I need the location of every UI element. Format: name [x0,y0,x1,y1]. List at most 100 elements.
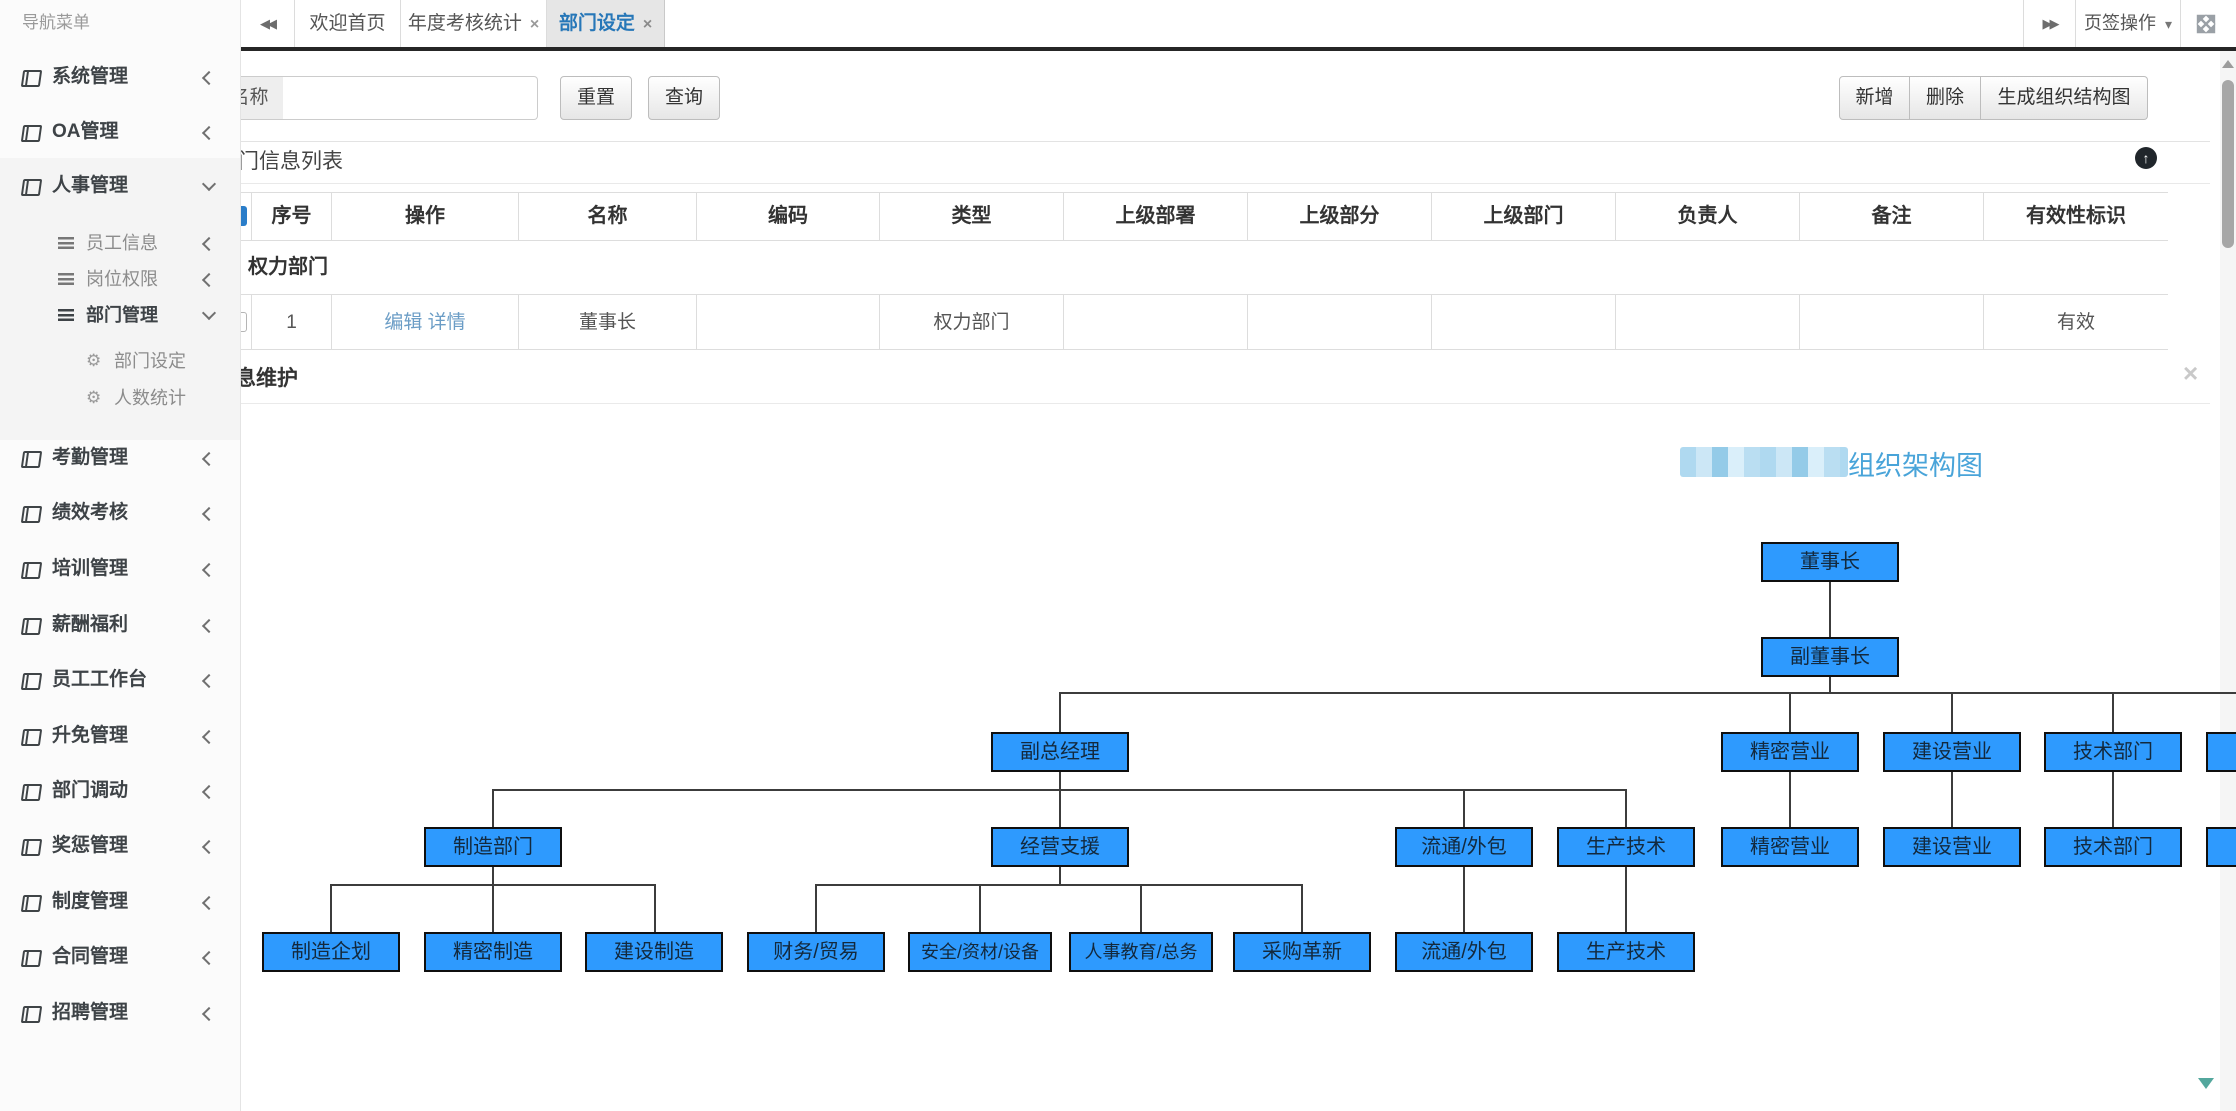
org-chart-title: 组织架构图 [1848,451,1983,481]
org-node-partial[interactable] [2206,827,2236,867]
connector-line [1463,789,1465,827]
book-icon [20,784,43,801]
org-node[interactable]: 经营支援 [991,827,1129,867]
close-tab-icon[interactable]: × [642,16,653,33]
sidebar-item-policy-management[interactable]: 制度管理 [0,887,240,917]
caret-down-icon: ▾ [2164,16,2173,32]
delete-button[interactable]: 删除 [1910,76,1981,120]
sidebar-item-employee-workbench[interactable]: 员工工作台 [0,665,240,695]
connector-line [1140,884,1142,932]
tab-annual-review-stats[interactable]: 年度考核统计× [401,0,547,47]
sidebar-item-department-setup[interactable]: ⚙ 部门设定 [0,346,240,376]
org-node[interactable]: 建设营业 [1883,827,2021,867]
group-row-label: 权力部门 [248,256,328,278]
org-node[interactable]: 精密制造 [424,932,562,972]
tabs-scroll-right-button[interactable]: ▶▶ [2042,16,2060,31]
sidebar-item-salary-welfare[interactable]: 薪酬福利 [0,610,240,640]
sidebar-item-system-management[interactable]: 系统管理 [0,62,240,92]
generate-org-chart-button[interactable]: 生成组织结构图 [1981,76,2148,120]
toolbar-divider [160,141,2210,142]
list-icon [58,237,74,249]
org-node[interactable]: 技术部门 [2044,827,2182,867]
cell-type: 权力部门 [880,295,1064,350]
org-node[interactable]: 副董事长 [1761,637,1899,677]
group-row[interactable]: 权力部门 [160,240,2168,294]
chevron-left-icon [201,272,217,288]
connector-line [1789,692,1791,732]
connector-line [1059,772,1061,827]
org-node[interactable]: 建设制造 [585,932,723,972]
col-parent-dept1: 上级部署 [1064,192,1248,240]
org-node[interactable]: 制造部门 [424,827,562,867]
org-node[interactable]: 财务/贸易 [747,932,885,972]
cell-remark [1800,295,1984,350]
sidebar-item-oa-management[interactable]: OA管理 [0,117,240,147]
col-parent-dept3: 上级部门 [1432,192,1616,240]
org-node[interactable]: 精密营业 [1721,732,1859,772]
sidebar-item-recruitment-management[interactable]: 招聘管理 [0,998,240,1028]
sidebar-item-position-permission[interactable]: 岗位权限 [0,264,240,294]
chevron-left-icon [201,236,217,252]
connector-line [1463,867,1465,932]
org-node[interactable]: 精密营业 [1721,827,1859,867]
connector-line [1789,772,1791,827]
connector-line [492,789,494,827]
list-panel-title: 部门信息列表 [217,150,343,173]
connector-line [1301,884,1303,932]
org-node[interactable]: 董事长 [1761,542,1899,582]
sidebar-item-department-management[interactable]: 部门管理 [0,300,240,330]
sidebar-item-headcount-stats[interactable]: ⚙ 人数统计 [0,383,240,413]
query-button[interactable]: 查询 [648,76,720,120]
org-node[interactable]: 人事教育/总务 [1069,932,1213,972]
chevron-down-icon [201,176,217,192]
add-button[interactable]: 新增 [1839,76,1910,120]
list-panel-divider [160,183,2210,184]
book-icon [20,839,43,856]
chevron-left-icon [201,729,217,745]
close-panel-icon[interactable]: × [2183,358,2199,388]
org-node[interactable]: 生产技术 [1557,932,1695,972]
org-node[interactable]: 建设营业 [1883,732,2021,772]
sidebar-item-contract-management[interactable]: 合同管理 [0,942,240,972]
sidebar-item-training-management[interactable]: 培训管理 [0,554,240,584]
book-icon [20,673,43,690]
connector-line [1829,582,1831,637]
org-node[interactable]: 技术部门 [2044,732,2182,772]
sidebar-item-hr-management[interactable]: 人事管理 [0,171,240,201]
collapse-panel-button[interactable]: ↑ [2135,147,2157,169]
tab-department-setup[interactable]: 部门设定× [547,0,665,47]
detail-link[interactable]: 详情 [427,312,466,333]
org-node[interactable]: 流通/外包 [1395,932,1533,972]
org-node[interactable]: 安全/资材/设备 [908,932,1052,972]
org-node[interactable]: 制造企划 [262,932,400,972]
reset-button[interactable]: 重置 [560,76,632,120]
search-name-input[interactable] [283,76,538,120]
book-icon [20,562,43,579]
sidebar-item-performance-review[interactable]: 绩效考核 [0,498,240,528]
org-node[interactable]: 采购革新 [1233,932,1371,972]
org-node-partial[interactable] [2206,732,2236,772]
tabs-scroll-left-button[interactable]: ◀◀ [240,0,295,47]
org-node[interactable]: 副总经理 [991,732,1129,772]
sidebar-item-employee-info[interactable]: 员工信息 [0,228,240,258]
chevron-left-icon [201,618,217,634]
scrollbar-up-arrow[interactable] [2222,60,2234,68]
connector-line [492,867,494,884]
sidebar-item-attendance-management[interactable]: 考勤管理 [0,443,240,473]
close-tab-icon[interactable]: × [529,16,540,33]
sidebar-item-reward-punishment[interactable]: 奖惩管理 [0,831,240,861]
sidebar-item-department-transfer[interactable]: 部门调动 [0,776,240,806]
row-checkbox-cell [160,295,252,350]
org-node[interactable]: 流通/外包 [1395,827,1533,867]
col-parent-dept2: 上级部分 [1248,192,1432,240]
connector-line [1059,692,2236,694]
edit-link[interactable]: 编辑 [384,312,423,333]
page-ops-dropdown[interactable]: 页签操作 ▾ [2083,13,2173,33]
sidebar-item-promotion-management[interactable]: 升免管理 [0,721,240,751]
fullscreen-toggle-button[interactable] [2195,13,2217,35]
vertical-scrollbar-thumb[interactable] [2222,80,2234,248]
org-node[interactable]: 生产技术 [1557,827,1695,867]
connector-line [2112,692,2114,732]
scroll-down-indicator[interactable] [2198,1078,2214,1089]
tab-welcome[interactable]: 欢迎首页 [295,0,401,47]
